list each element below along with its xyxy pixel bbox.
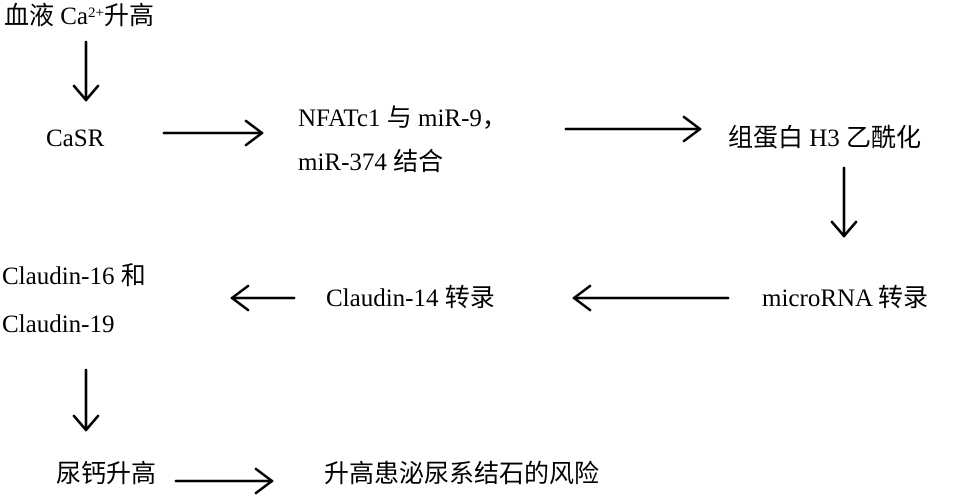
arrow-claudin16-to-urine — [72, 368, 100, 432]
blood-calcium-prefix: 血液 Ca — [4, 3, 89, 30]
node-urine-calcium: 尿钙升高 — [56, 461, 157, 488]
arrow-nfatc1-to-histone — [564, 115, 702, 143]
node-claudin16-line2: Claudin-19 — [2, 311, 115, 338]
calcium-superscript: 2+ — [88, 5, 104, 21]
arrow-urine-to-risk — [174, 467, 274, 495]
blood-calcium-suffix: 升高 — [104, 3, 155, 30]
node-claudin14-transcription: Claudin-14 转录 — [326, 285, 495, 312]
arrow-microrna-to-claudin14 — [572, 284, 730, 312]
arrow-casr-to-nfatc1 — [162, 119, 264, 147]
arrow-histone-to-microrna — [830, 166, 858, 238]
node-nfatc1-line1: NFATc1 与 miR-9， — [298, 105, 507, 132]
node-microrna-transcription: microRNA 转录 — [762, 285, 928, 312]
node-stone-risk: 升高患泌尿系结石的风险 — [324, 461, 600, 488]
node-claudin16-line1: Claudin-16 和 — [2, 263, 146, 290]
node-nfatc1-line2: miR-374 结合 — [298, 149, 444, 176]
arrow-claudin14-to-claudin16 — [230, 284, 296, 312]
node-histone-acetylation: 组蛋白 H3 乙酰化 — [728, 125, 922, 152]
node-blood-calcium: 血液 Ca2+升高 — [4, 2, 154, 32]
node-casr: CaSR — [46, 125, 105, 152]
arrow-blood-to-casr — [72, 40, 100, 102]
